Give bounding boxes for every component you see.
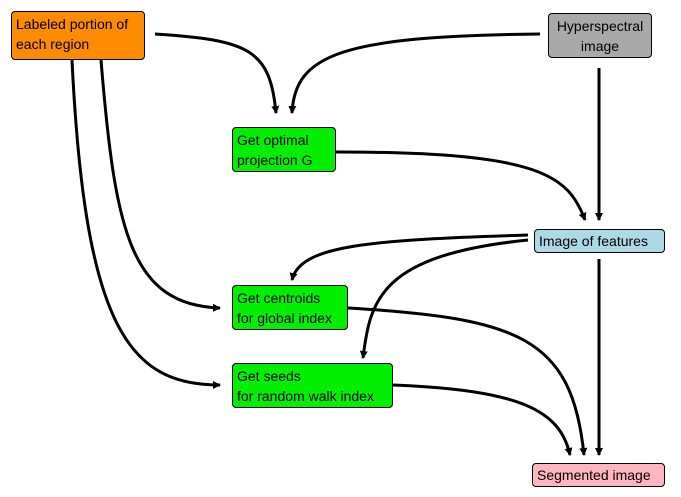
node-centroids-line1: Get centroids [237,290,321,306]
node-segmented-image: Segmented image [532,463,665,487]
node-seeds-line2: for random walk index [237,388,374,404]
node-projection-line2: projection G [237,152,313,168]
node-hyperspectral-line2: image [580,38,620,54]
node-labeled-portion-line2: each region [16,36,90,52]
node-labeled-portion-line1: Labeled portion of [16,16,129,32]
edge-hyper-to-projection [288,32,541,114]
edge-features-to-seeds [359,238,529,359]
node-get-centroids: Get centroids for global index [232,285,348,330]
edge-labeled-to-seeds [70,59,221,389]
node-hyperspectral-line1: Hyperspectral [556,18,644,34]
node-get-seeds: Get seeds for random walk index [232,363,393,408]
node-centroids-line2: for global index [237,310,332,326]
edge-labeled-to-centroids [99,59,221,312]
node-hyperspectral-image: Hyperspectral image [548,13,652,58]
edge-projection-to-features [335,150,587,221]
node-projection-line1: Get optimal [237,132,309,148]
node-features-label: Image of features [539,233,648,249]
node-get-optimal-projection: Get optimal projection G [232,127,336,172]
node-seeds-line1: Get seeds [237,368,301,384]
edge-centroids-to-segmented [347,306,588,456]
node-image-of-features: Image of features [534,229,665,253]
edge-seeds-to-segmented [392,383,573,456]
edge-labeled-to-projection [154,32,280,114]
node-labeled-portion: Labeled portion of each region [11,11,145,60]
node-segmented-label: Segmented image [537,467,651,483]
edge-features-to-centroids [289,233,529,281]
